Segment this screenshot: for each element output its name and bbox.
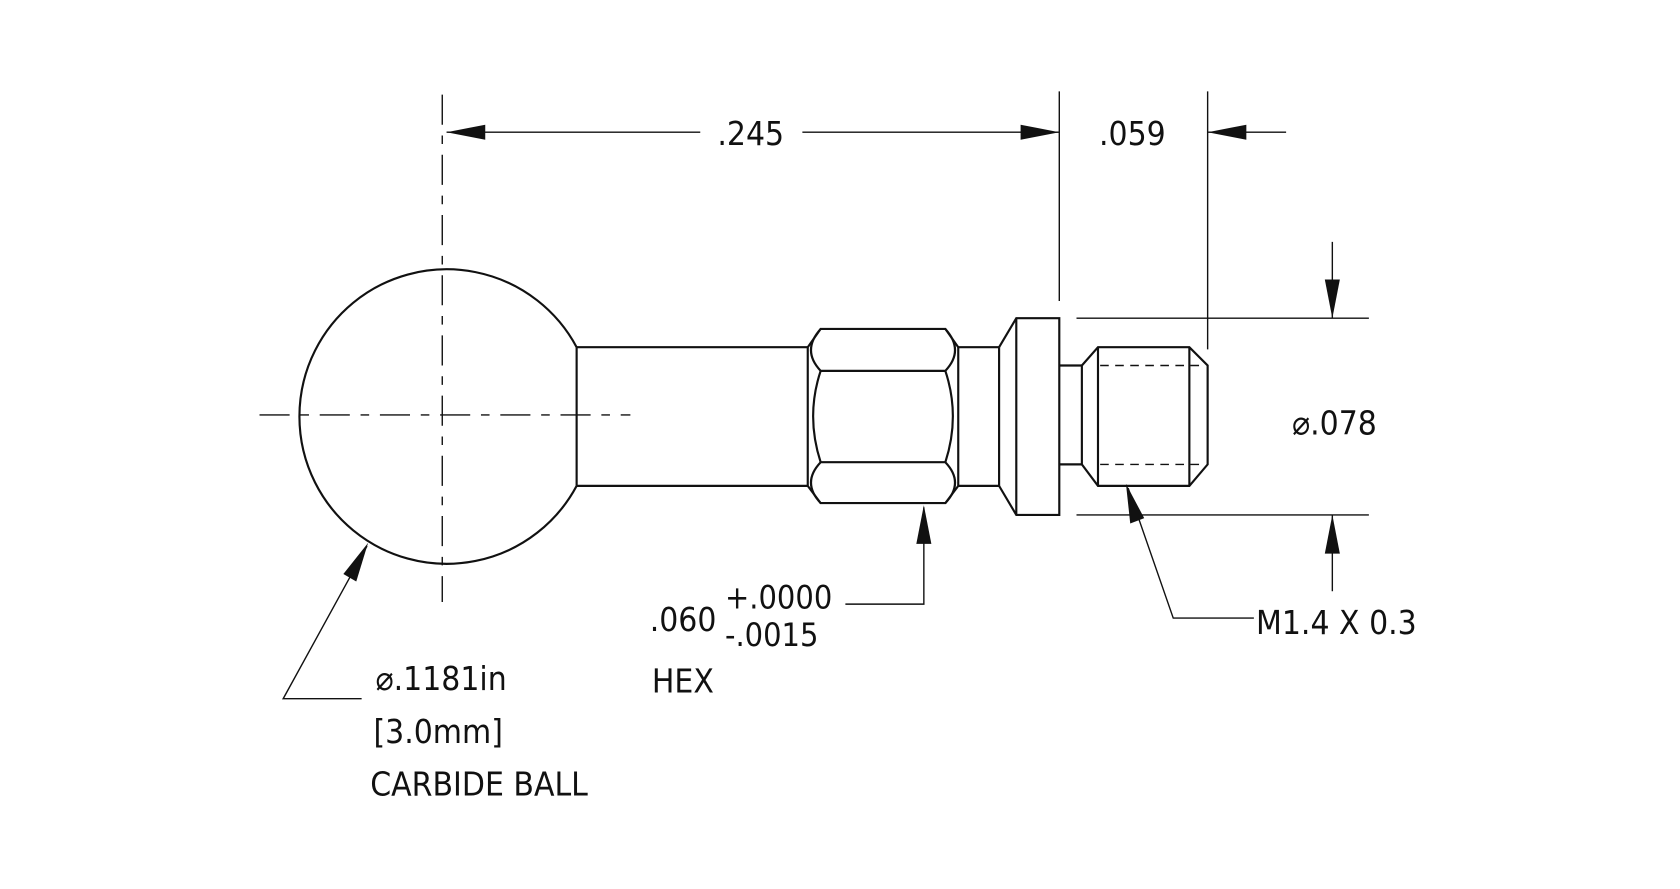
neck <box>958 346 1001 487</box>
hex-tolerance-minus: -.0015 <box>725 616 818 654</box>
ball-label: CARBIDE BALL <box>370 764 588 803</box>
thread-callout: M1.4 X 0.3 <box>1125 483 1417 642</box>
threaded-end <box>1080 346 1209 487</box>
dimension-flange-label: .059 <box>1099 114 1166 153</box>
thread-relief <box>1059 364 1082 466</box>
dimension-diameter: ⌀.078 <box>1076 241 1377 592</box>
dimension-diameter-label: ⌀.078 <box>1292 403 1377 442</box>
flange <box>998 317 1061 516</box>
hex-nominal: .060 <box>650 600 717 639</box>
ball-callout: ⌀.1181in [3.0mm] CARBIDE BALL <box>281 542 588 803</box>
carbide-ball <box>298 268 578 565</box>
dimension-length-label: .245 <box>717 114 784 153</box>
ball-diameter-in: ⌀.1181in <box>376 659 507 698</box>
hex-label: HEX <box>652 661 714 700</box>
hex-section <box>806 327 960 505</box>
dimension-flange: .059 <box>1099 91 1287 350</box>
hex-callout: .060 +.0000 -.0015 HEX <box>650 505 932 700</box>
hex-tolerance-plus: +.0000 <box>725 578 832 616</box>
dimension-length: .245 <box>446 91 1060 301</box>
thread-label: M1.4 X 0.3 <box>1256 603 1417 642</box>
shank <box>575 346 808 487</box>
ball-diameter-mm: [3.0mm] <box>373 712 502 751</box>
